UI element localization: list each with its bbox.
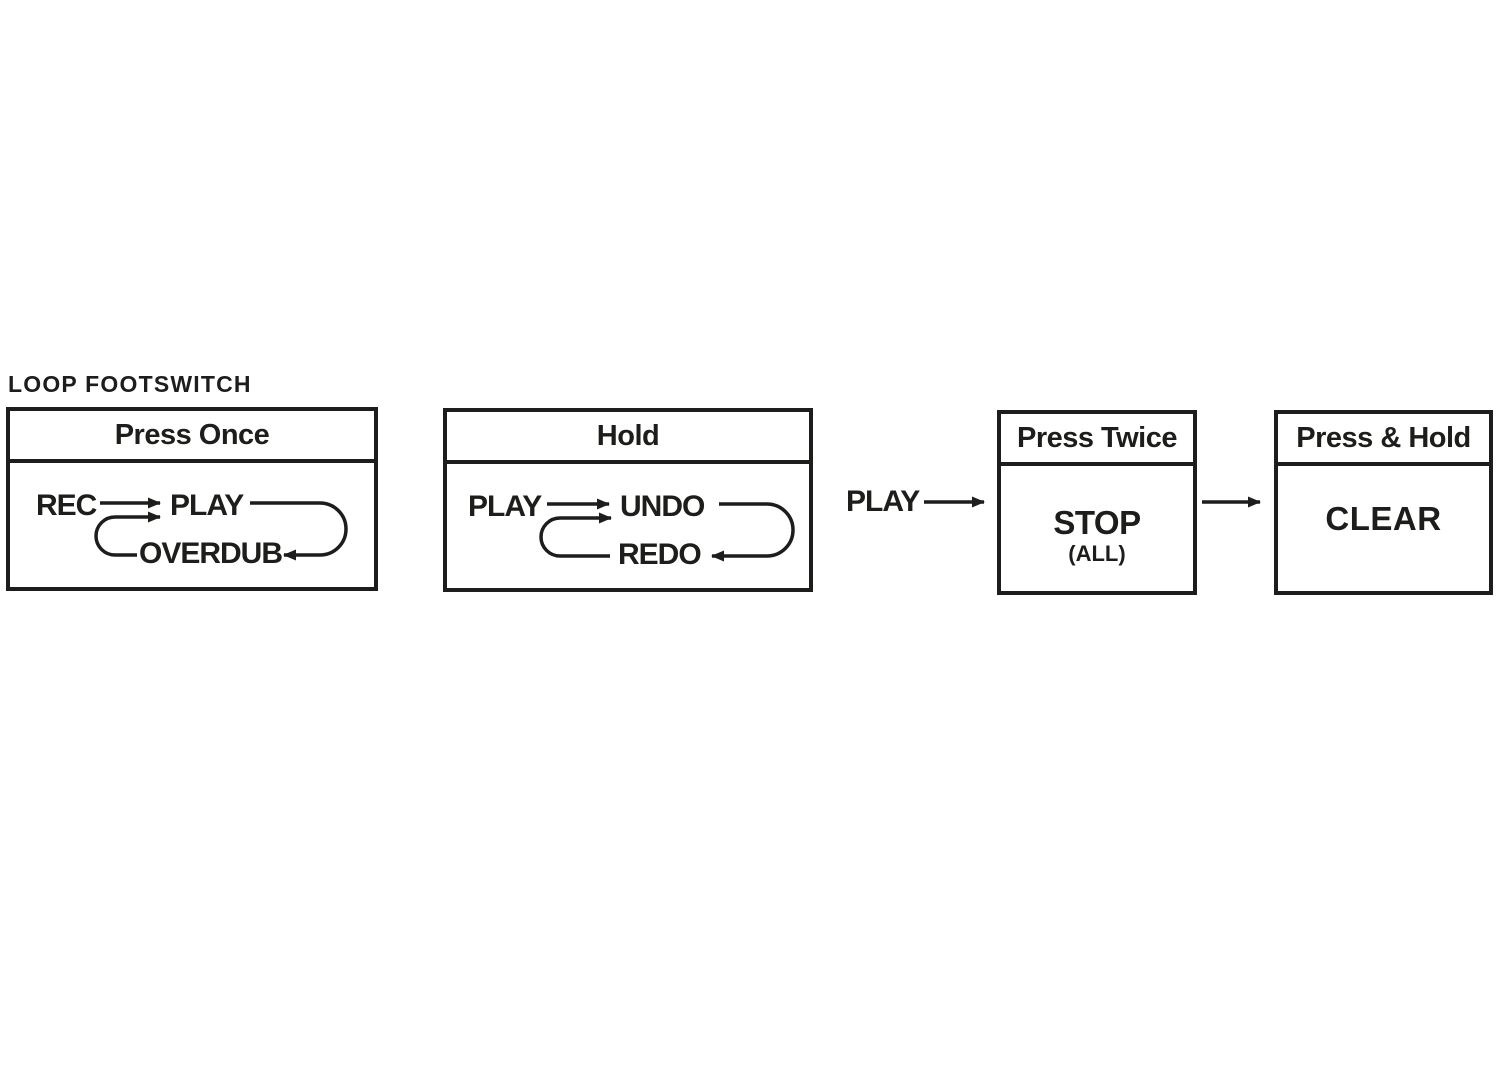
loop-arrow-redo-to-undo bbox=[539, 512, 612, 558]
state-play: PLAY bbox=[170, 489, 244, 522]
state-play-source: PLAY bbox=[846, 485, 920, 518]
press-twice-box: Press Twice STOP (ALL) bbox=[997, 410, 1197, 595]
action-stop-qualifier: (ALL) bbox=[1068, 541, 1126, 566]
press-and-hold-box: Press & Hold CLEAR bbox=[1274, 410, 1493, 595]
state-redo: REDO bbox=[618, 538, 702, 571]
loop-arrow-undo-to-redo bbox=[711, 502, 795, 562]
hold-body: PLAY UNDO REDO bbox=[447, 464, 809, 584]
state-play-hold: PLAY bbox=[468, 490, 542, 523]
action-stop: STOP bbox=[1053, 504, 1141, 541]
press-and-hold-body: CLEAR bbox=[1278, 466, 1489, 586]
state-overdub: OVERDUB bbox=[139, 537, 283, 570]
hold-box: Hold PLAY UNDO REDO bbox=[443, 408, 813, 592]
press-and-hold-header: Press & Hold bbox=[1278, 414, 1489, 466]
diagram-title: LOOP FOOTSWITCH bbox=[8, 371, 252, 397]
state-rec: REC bbox=[36, 489, 97, 522]
press-twice-header: Press Twice bbox=[1001, 414, 1193, 466]
press-once-header: Press Once bbox=[10, 411, 374, 463]
press-once-box: Press Once REC PLAY OVERDUB bbox=[6, 407, 378, 591]
state-undo: UNDO bbox=[620, 490, 705, 523]
hold-header: Hold bbox=[447, 412, 809, 464]
press-twice-body: STOP (ALL) bbox=[1001, 466, 1193, 586]
press-once-body: REC PLAY OVERDUB bbox=[10, 463, 374, 583]
action-clear: CLEAR bbox=[1325, 500, 1442, 537]
